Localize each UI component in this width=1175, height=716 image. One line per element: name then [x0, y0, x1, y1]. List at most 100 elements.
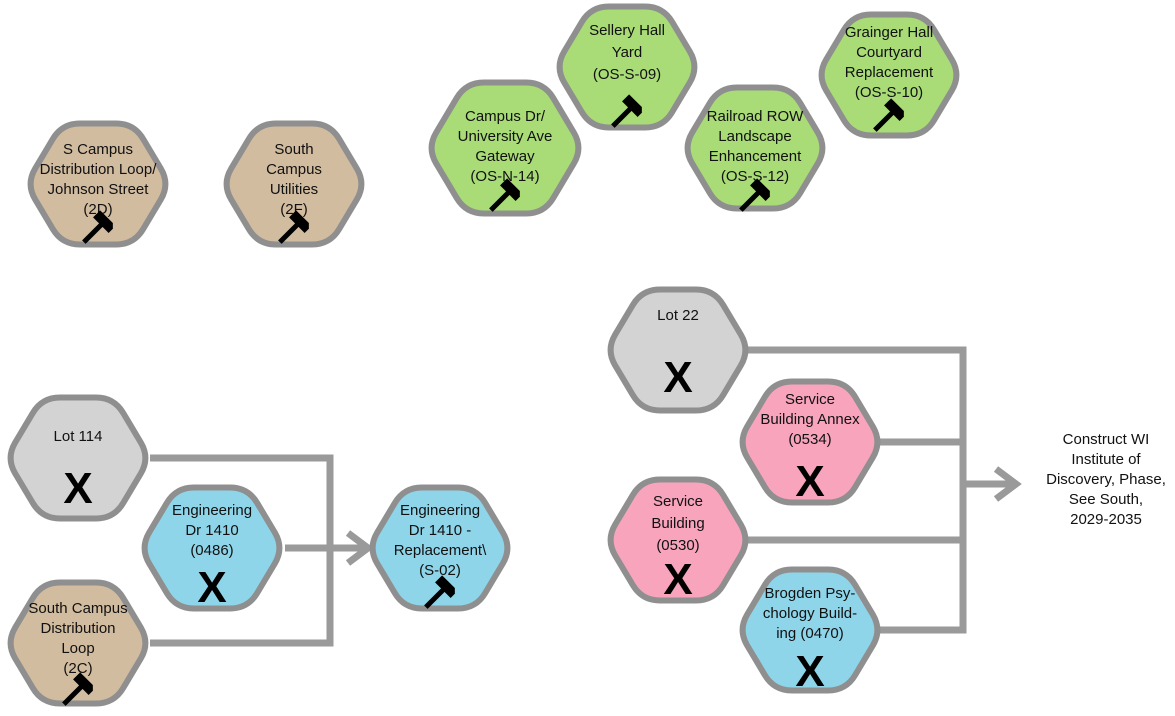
hexagon-shape [684, 84, 826, 212]
hex-label-line: Replacement\ [394, 542, 487, 559]
hexagon-shape [739, 378, 881, 506]
hex-label-line: (2C) [63, 660, 92, 677]
hex-label-line: (2F) [280, 201, 308, 218]
target-label-line: Discovery, Phase, [1046, 471, 1166, 488]
hex-label-line: Johnson Street [48, 181, 150, 198]
target-label-line: Institute of [1071, 451, 1141, 468]
connector-lot-22 [748, 346, 967, 634]
hex-label-line: Grainger Hall [845, 24, 933, 41]
demolish-x-mark: X [795, 457, 824, 506]
hammer-icon [278, 210, 309, 244]
hex-label-line: Engineering [400, 502, 480, 519]
hexagon-shape [607, 476, 749, 604]
hexagon-shape [556, 3, 698, 131]
hex-label-line: (OS-S-10) [855, 84, 923, 101]
connectors-left [150, 454, 374, 647]
demolish-x-mark: X [663, 555, 692, 604]
hex-label-line: Service [653, 493, 703, 510]
project-engineering-dr-1410: Engineering Dr 1410 (0486) X [141, 484, 283, 612]
hex-label-line: Courtyard [856, 44, 922, 61]
hex-label-line: Brogden Psy- [765, 585, 856, 602]
hexagon-shape [7, 579, 149, 707]
hex-label-line: (S-02) [419, 562, 461, 579]
connectors-right [744, 346, 1022, 634]
demolish-x-mark: X [63, 464, 92, 513]
hex-label-line: Building Annex [760, 411, 860, 428]
hex-label-line: South [274, 141, 313, 158]
target-label: Construct WI Institute of Discovery, Phase… [1046, 431, 1166, 528]
hex-label-line: Campus [266, 161, 322, 178]
hexagon-shape [369, 484, 511, 612]
hex-label-line: Dr 1410 [185, 522, 238, 539]
hex-label-line: Loop [61, 640, 94, 657]
hammer-icon [424, 575, 455, 609]
hex-label-line: Replacement [845, 64, 934, 81]
hex-label-line: (OS-S-09) [593, 66, 661, 83]
hex-label-line: Enhancement [709, 148, 802, 165]
hex-label-line: (0486) [190, 542, 233, 559]
hex-label-line: Campus Dr/ [465, 108, 546, 125]
hex-label-line: Lot 22 [657, 307, 699, 324]
hex-label-line: Service [785, 391, 835, 408]
arrow-head-left [345, 530, 374, 566]
hex-label-line: Engineering [172, 502, 252, 519]
project-brogden-psychology: Brogden Psy-chology Build-ing (0470) X [739, 566, 881, 696]
hex-label-line: Dr 1410 - [409, 522, 472, 539]
hex-label-line: (0530) [656, 537, 699, 554]
target-label-line: See South, [1069, 491, 1143, 508]
hex-label-line: (OS-S-12) [721, 168, 789, 185]
hexagon-shape [818, 11, 960, 139]
hex-label-line: Landscape [718, 128, 791, 145]
demolish-x-mark: X [197, 563, 226, 612]
hex-label-line: ing (0470) [776, 625, 844, 642]
hammer-icon [489, 178, 520, 212]
hex-label-line: Railroad ROW [707, 108, 805, 125]
hexagon-shape [141, 484, 283, 612]
hex-label-line: Yard [612, 44, 643, 61]
demolish-x-mark: X [795, 647, 824, 696]
hammer-icon [62, 672, 93, 706]
hammer-icon [611, 94, 642, 128]
hex-label-line: chology Build- [763, 605, 857, 622]
hex-label-line: S Campus [63, 141, 133, 158]
hexagon-shape [739, 566, 881, 694]
hammer-icon [82, 210, 113, 244]
project-engineering-dr-replacement: Engineering Dr 1410 - Replacement\ (S-02) [369, 484, 511, 612]
hexagon-shape [223, 120, 365, 248]
hexagon-shape [27, 120, 169, 248]
hex-label-line: Utilities [270, 181, 318, 198]
hammer-icon [873, 98, 904, 132]
hex-label-line: (0534) [788, 431, 831, 448]
hex-label-line: Building [651, 515, 704, 532]
target-label-line: 2029-2035 [1070, 511, 1142, 528]
hex-label-line: (OS-N-14) [470, 168, 539, 185]
hex-label-line: (2D) [83, 201, 112, 218]
hexagon-shape [428, 79, 582, 217]
hex-label-line: Gateway [475, 148, 535, 165]
hex-label-line: Lot 114 [54, 428, 103, 445]
demolish-x-mark: X [663, 353, 692, 402]
hex-label-line: Sellery Hall [589, 22, 665, 39]
hexagon-shape [7, 394, 149, 522]
hex-label-line: Distribution [40, 620, 115, 637]
hex-label-line: Distribution Loop/ [40, 161, 158, 178]
hex-label-line: University Ave [458, 128, 553, 145]
hexagon-shape [607, 286, 749, 414]
project-lot-22: Lot 22 X [607, 286, 749, 414]
hammer-icon [739, 178, 770, 212]
arrow-head-right [993, 466, 1022, 502]
hex-label-line: South Campus [28, 600, 127, 617]
target-label-line: Construct WI [1063, 431, 1150, 448]
